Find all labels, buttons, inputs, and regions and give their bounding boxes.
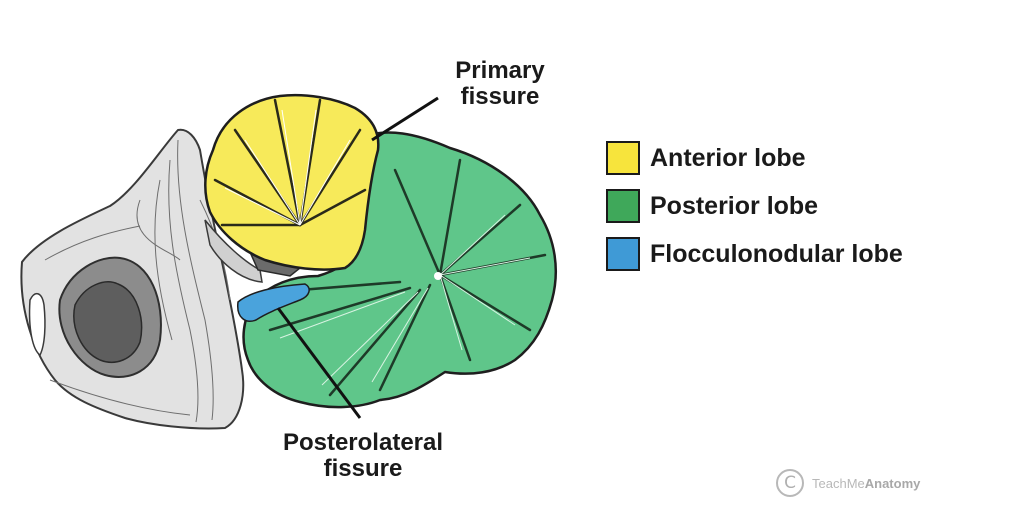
watermark: C TeachMeAnatomy bbox=[776, 469, 920, 497]
legend: Anterior lobe Posterior lobe Flocculonod… bbox=[606, 134, 903, 278]
posterolateral-fissure-label: Posterolateral fissure bbox=[258, 430, 468, 482]
flocculonodular-lobe-label: Flocculonodular lobe bbox=[650, 240, 903, 269]
brand-logo-text: TeachMeAnatomy bbox=[812, 476, 920, 491]
posterolateral-fissure-line-1: Posterolateral bbox=[258, 430, 468, 456]
copyright-icon: C bbox=[776, 469, 804, 497]
anterior-lobe-region bbox=[205, 95, 378, 269]
posterolateral-fissure-line-2: fissure bbox=[258, 456, 468, 482]
legend-item-flocculonodular: Flocculonodular lobe bbox=[606, 230, 903, 278]
brand-prefix: TeachMe bbox=[812, 476, 865, 491]
posterior-lobe-label: Posterior lobe bbox=[650, 192, 818, 221]
anterior-lobe-label: Anterior lobe bbox=[650, 144, 806, 173]
legend-item-posterior: Posterior lobe bbox=[606, 182, 903, 230]
legend-item-anterior: Anterior lobe bbox=[606, 134, 903, 182]
posterior-lobe-swatch bbox=[606, 189, 640, 223]
primary-fissure-line-2: fissure bbox=[438, 84, 562, 110]
anterior-lobe-swatch bbox=[606, 141, 640, 175]
primary-fissure-line-1: Primary bbox=[438, 58, 562, 84]
brand-suffix: Anatomy bbox=[865, 476, 921, 491]
primary-fissure-label: Primary fissure bbox=[438, 58, 562, 110]
flocculonodular-lobe-swatch bbox=[606, 237, 640, 271]
